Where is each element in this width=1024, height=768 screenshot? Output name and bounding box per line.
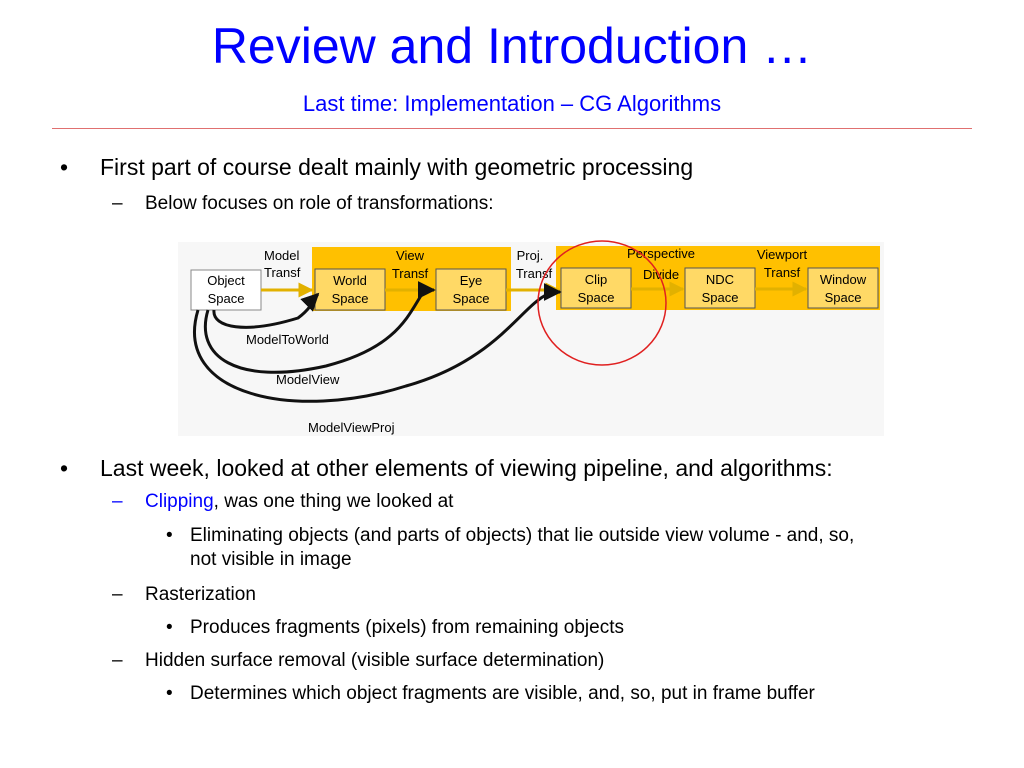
svg-text:Object: Object (207, 273, 245, 288)
clip-space-box: Clip Space (560, 267, 632, 309)
bullet-viewing-pipeline: Last week, looked at other elements of v… (100, 455, 833, 481)
object-space-box: Object Space (190, 269, 262, 311)
svg-text:Window: Window (820, 272, 867, 287)
svg-text:Divide: Divide (643, 267, 679, 282)
window-space-box: Window Space (807, 267, 879, 309)
svg-text:Transf: Transf (392, 266, 429, 281)
clipping-rest: , was one thing we looked at (213, 491, 454, 512)
svg-text:Space: Space (702, 290, 739, 305)
slide-subtitle: Last time: Implementation – CG Algorithm… (302, 91, 722, 116)
perspective-divide-label: Perspective Divide (627, 246, 695, 282)
bullet-marker: – (112, 491, 123, 512)
bullet-geometric-processing: First part of course dealt mainly with g… (100, 154, 694, 180)
svg-text:Space: Space (825, 290, 862, 305)
svg-text:Proj.: Proj. (517, 248, 544, 263)
svg-text:Eye: Eye (460, 273, 482, 288)
bullet-eliminating-objects: Eliminating objects (and parts of object… (190, 524, 854, 572)
svg-text:World: World (333, 273, 367, 288)
model-view-label: ModelView (276, 372, 340, 387)
bullet-marker: • (60, 455, 69, 481)
bullet-marker: – (112, 193, 123, 214)
svg-text:Transf: Transf (516, 266, 553, 281)
bullet-marker: • (166, 525, 173, 546)
bullet-rasterization: Rasterization (145, 584, 256, 605)
bullet-hidden-surface-removal: Hidden surface removal (visible surface … (145, 650, 605, 671)
pipeline-diagram: Object Space World Space Eye Space Clip … (178, 240, 884, 436)
svg-text:Viewport: Viewport (757, 247, 808, 262)
bullet-marker: • (166, 617, 173, 638)
svg-text:Transf: Transf (764, 265, 801, 280)
model-view-proj-label: ModelViewProj (308, 420, 395, 435)
world-space-box: World Space (314, 268, 386, 311)
svg-text:Space: Space (208, 291, 245, 306)
bullet-marker: – (112, 650, 123, 671)
svg-text:Space: Space (453, 291, 490, 306)
bullet-fragments: Produces fragments (pixels) from remaini… (190, 617, 625, 638)
model-transf-label: Model Transf (264, 248, 301, 280)
bullet-clipping: Clipping, was one thing we looked at (145, 490, 453, 514)
svg-text:Model: Model (264, 248, 300, 263)
clip-highlight-circle (537, 240, 667, 366)
svg-text:View: View (396, 248, 425, 263)
svg-text:Space: Space (332, 291, 369, 306)
bullet-transformations: Below focuses on role of transformations… (145, 193, 494, 214)
svg-text:NDC: NDC (706, 272, 734, 287)
eye-space-box: Eye Space (435, 268, 507, 311)
viewport-transf-label: Viewport Transf (757, 247, 808, 280)
eliminating-line-1: Eliminating objects (and parts of object… (190, 525, 855, 546)
svg-text:Transf: Transf (264, 265, 301, 280)
view-transf-label: View Transf (392, 248, 429, 281)
composite-curves (193, 281, 562, 403)
bullet-marker: • (60, 154, 69, 180)
eliminating-line-2: not visible in image (190, 549, 352, 570)
title-divider (52, 128, 972, 129)
clipping-term: Clipping (145, 491, 214, 512)
model-to-world-label: ModelToWorld (246, 332, 329, 347)
svg-text:Space: Space (578, 290, 615, 305)
bullet-marker: • (166, 683, 173, 704)
bullet-frame-buffer: Determines which object fragments are vi… (190, 683, 815, 704)
slide-title: Review and Introduction … (211, 18, 813, 74)
ndc-space-box: NDC Space (684, 267, 756, 309)
bullet-marker: – (112, 584, 123, 605)
svg-text:Perspective: Perspective (627, 246, 695, 261)
svg-text:Clip: Clip (585, 272, 607, 287)
